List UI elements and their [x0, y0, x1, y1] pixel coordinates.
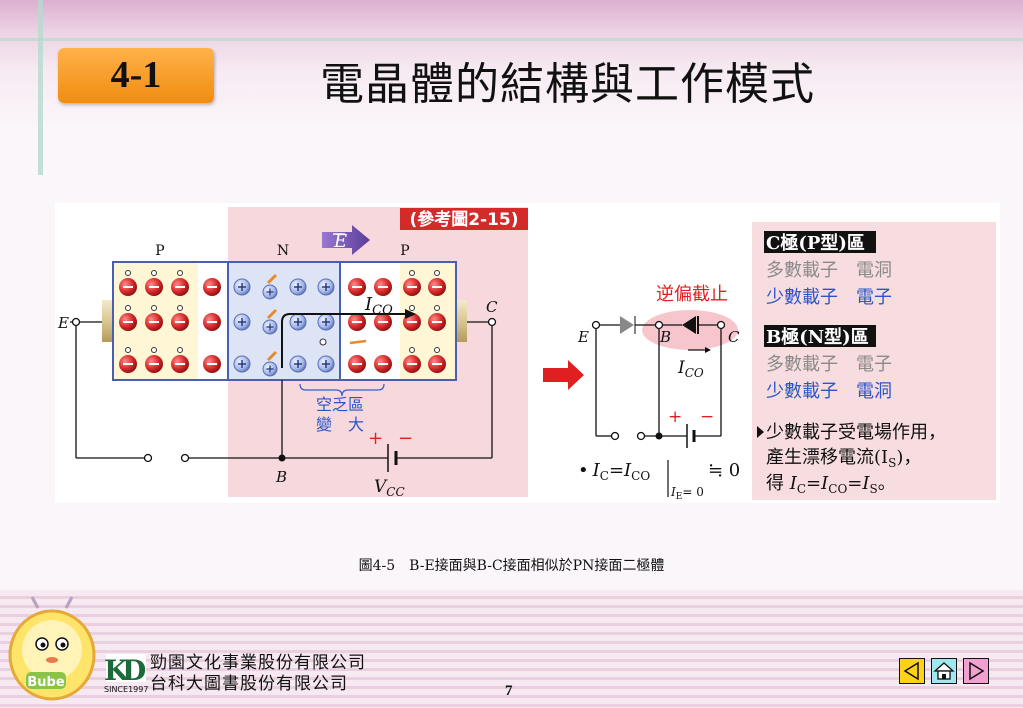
info-b-minority: 少數載子 電洞: [766, 381, 892, 402]
svg-text:D: D: [122, 654, 146, 687]
diode-bc-icon: [682, 316, 696, 334]
company-name: 勁園文化事業股份有限公司 台科大圖書股份有限公司: [150, 653, 366, 695]
minority-electron: [319, 338, 327, 346]
eq-terminal-c: C: [728, 328, 740, 346]
equation-ic-ico: •IC=ICO: [578, 460, 650, 483]
carrier-dot: [177, 347, 183, 353]
terminal-c-label: C: [486, 298, 498, 316]
carrier-dot: [434, 270, 440, 276]
eq-battery-plus: +: [668, 407, 682, 427]
since-label: SINCE1997: [104, 685, 149, 694]
company-line-2: 台科大圖書股份有限公司: [150, 674, 348, 694]
carrier-dot: [177, 305, 183, 311]
lead-right: [455, 300, 467, 342]
reference-tag: (參考圖2-15): [409, 209, 518, 230]
info-c-minority: 少數載子 電子: [766, 287, 892, 308]
carrier-dot: [151, 347, 157, 353]
equation-approx: ≒ 0: [708, 460, 740, 481]
depletion-brace: [299, 383, 385, 397]
lead-left: [102, 300, 114, 342]
field-label: E: [333, 231, 347, 252]
equation-condition: IE= 0: [670, 485, 704, 502]
section-badge: 4-1: [58, 48, 214, 103]
carrier-dot: [125, 347, 131, 353]
terminal-e-label: E: [57, 314, 69, 332]
eq-battery-minus: −: [700, 407, 714, 427]
decorative-stripe-horizontal: [0, 38, 1023, 41]
info-c-heading: C極(P型)區: [766, 232, 865, 254]
arrow-left-icon: [903, 661, 919, 681]
info-note-line1: 少數載子受電場作用，: [766, 422, 946, 443]
carrier-dot: [434, 347, 440, 353]
svg-text:K: K: [104, 654, 130, 687]
carrier-dot: [125, 305, 131, 311]
eq-ico-label: ICO: [677, 358, 704, 380]
battery-plus: +: [368, 428, 383, 449]
carrier-dot: [409, 270, 415, 276]
carrier-grid: [119, 270, 446, 377]
info-b-heading: B極(N型)區: [766, 326, 869, 348]
info-note-line2: 產生漂移電流(IS)，: [766, 447, 921, 470]
region-label-p-right: P: [400, 243, 409, 259]
carrier-dot: [151, 270, 157, 276]
info-b-majority: 多數載子 電子: [766, 354, 892, 375]
info-note-bullet-icon: [757, 426, 764, 438]
figure-caption: 圖4-5 B-E接面與B-C接面相似於PN接面二極體: [358, 558, 665, 574]
info-box: [752, 222, 996, 500]
eq-terminal-b: B: [659, 328, 671, 346]
transition-arrow: [543, 360, 584, 390]
region-label-n: N: [277, 243, 289, 259]
depletion-label-1: 空乏區: [316, 395, 364, 414]
page-number: 7: [505, 683, 513, 699]
battery-minus: −: [398, 428, 413, 449]
block-outline-right: [339, 261, 457, 381]
electric-field-arrow: [322, 225, 370, 255]
vcc-label: VCC: [374, 477, 405, 499]
prev-page-button[interactable]: [899, 658, 925, 684]
eq-terminal-e: E: [577, 328, 589, 346]
carrier-dot: [177, 270, 183, 276]
next-page-button[interactable]: [963, 658, 989, 684]
region-label-p-left: P: [155, 243, 164, 259]
decorative-stripe-vertical: [38, 0, 43, 175]
svg-text:Bube: Bube: [27, 675, 64, 690]
home-button[interactable]: [931, 658, 957, 684]
info-note-line3: 得 IC=ICO=IS。: [766, 473, 896, 496]
carrier-dot: [434, 305, 440, 311]
company-line-1: 勁園文化事業股份有限公司: [150, 653, 366, 673]
reverse-cutoff-label: 逆偏截止: [656, 284, 728, 305]
terminal-b-label: B: [275, 468, 287, 486]
arrow-right-icon: [969, 661, 985, 681]
footer-background: [0, 590, 1023, 708]
home-icon: [933, 662, 955, 680]
carrier-dot: [151, 305, 157, 311]
diode-be-icon: [620, 316, 634, 334]
page-title: 電晶體的結構與工作模式: [320, 59, 815, 110]
ico-label: ICO: [364, 294, 393, 318]
info-c-majority: 多數載子 電洞: [766, 260, 892, 281]
ico-flow-arrow: [281, 313, 405, 368]
mascot-logo: Bube: [8, 596, 96, 701]
carrier-dot: [409, 305, 415, 311]
depletion-label-2: 變 大: [316, 415, 364, 434]
carrier-dot: [125, 270, 131, 276]
company-logo: K D: [104, 654, 146, 687]
carrier-dot: [409, 347, 415, 353]
